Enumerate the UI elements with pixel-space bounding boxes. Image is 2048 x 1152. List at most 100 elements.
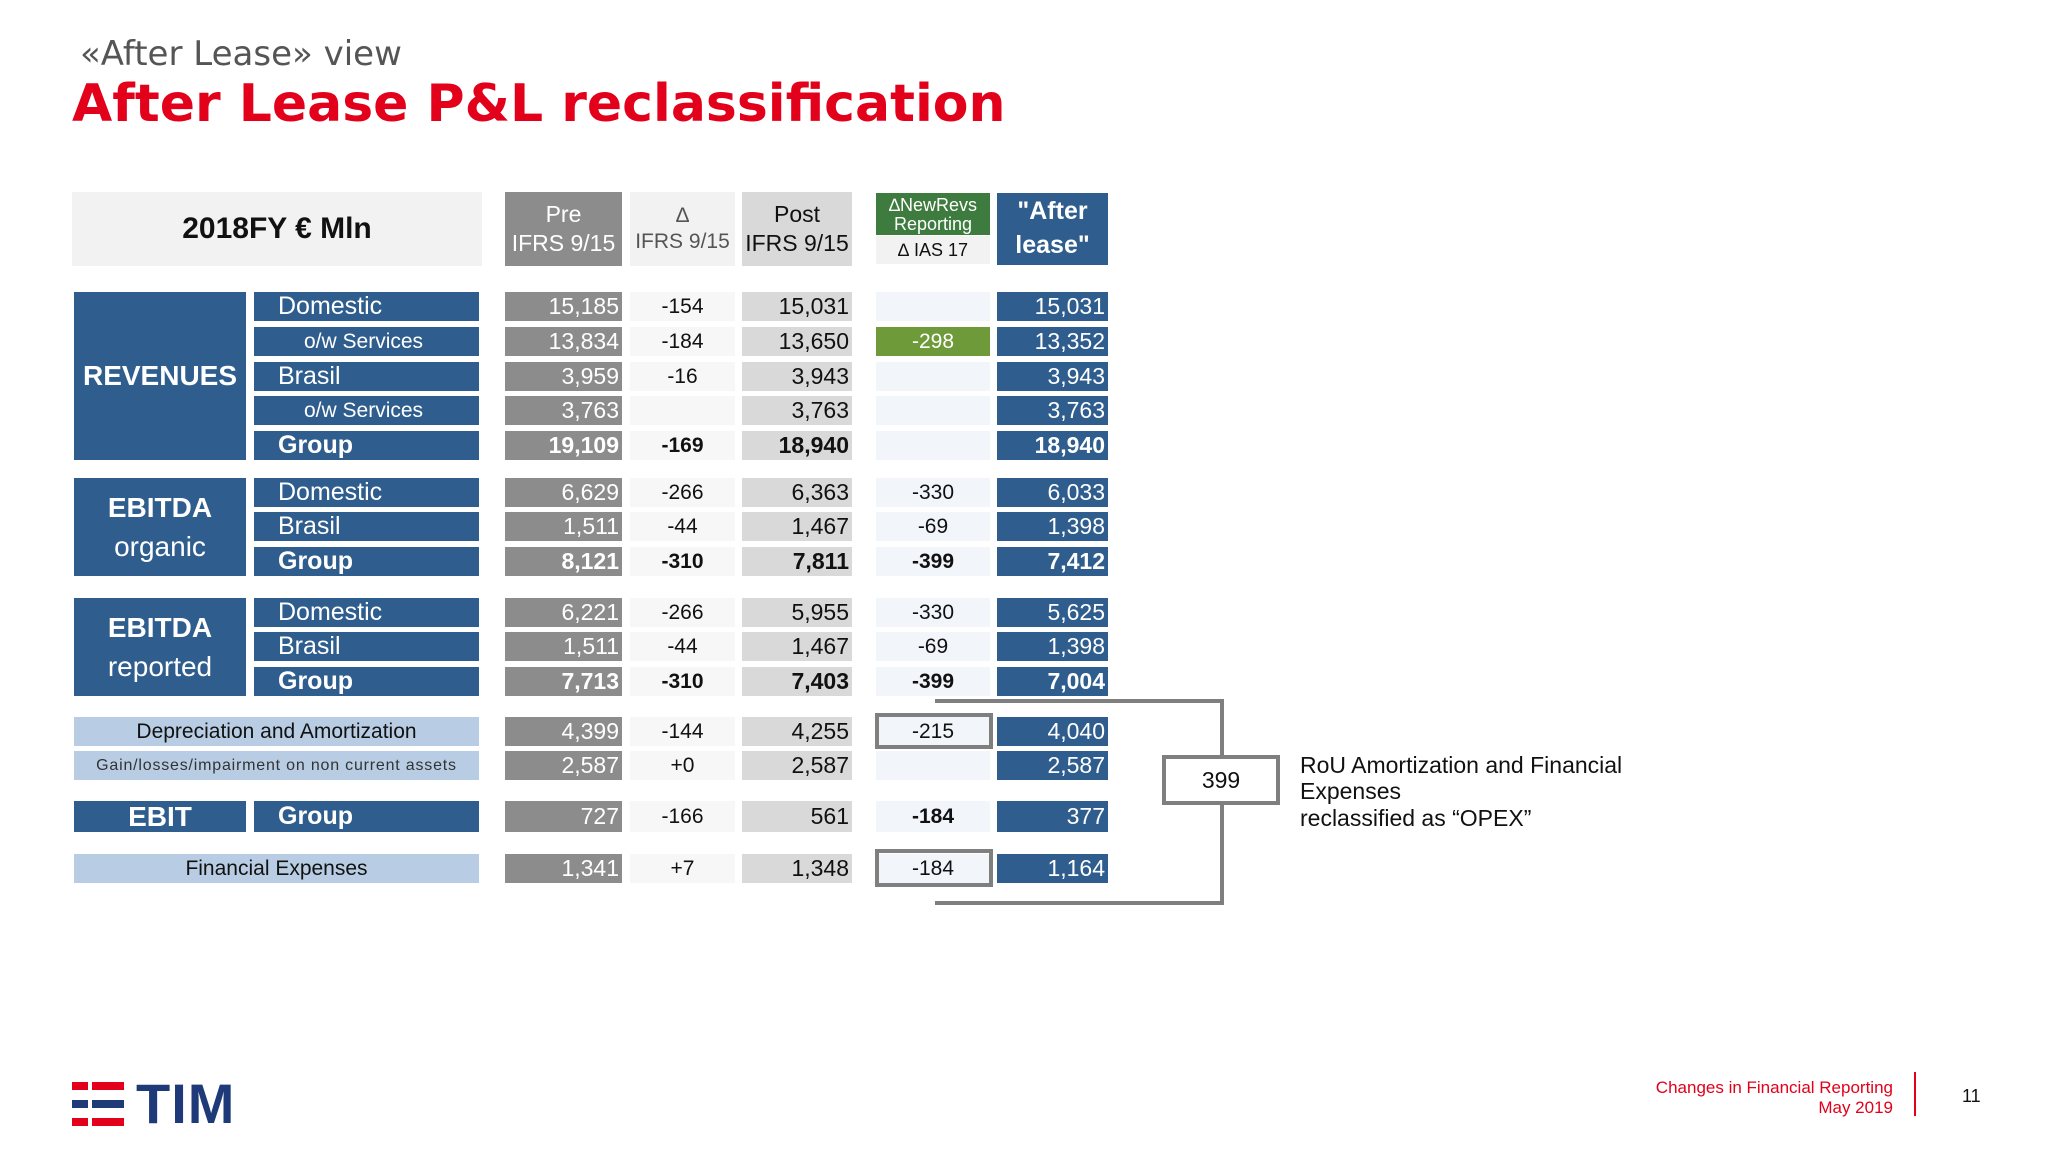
col-header-after-line2: lease" <box>1015 231 1090 259</box>
cell-post: 2,587 <box>742 751 852 780</box>
group-label-ebitda-organic: EBITDA organic <box>74 478 246 576</box>
cell-new: -184 <box>876 854 990 883</box>
row-label: Group <box>254 547 479 576</box>
col-header-ias17: ∆ IAS 17 <box>876 236 990 264</box>
cell-new: -330 <box>876 598 990 627</box>
row-label: o/w Services <box>254 396 479 425</box>
group-label-ebitda-reported-line2: reported <box>107 651 213 682</box>
tim-stripes-icon <box>72 1082 124 1126</box>
cell-pre: 3,959 <box>505 362 622 391</box>
cell-delta: +0 <box>630 751 735 780</box>
cell-new <box>876 431 990 460</box>
cell-new: -399 <box>876 547 990 576</box>
cell-post: 7,403 <box>742 667 852 696</box>
row-label: Domestic <box>254 598 479 627</box>
cell-after: 3,763 <box>997 396 1108 425</box>
row-label: Brasil <box>254 512 479 541</box>
cell-after: 1,398 <box>997 512 1108 541</box>
row-label: o/w Services <box>254 327 479 356</box>
cell-pre: 727 <box>505 801 622 832</box>
cell-after: 377 <box>997 801 1108 832</box>
cell-post: 6,363 <box>742 478 852 507</box>
cell-new <box>876 751 990 780</box>
cell-after: 7,004 <box>997 667 1108 696</box>
highlight-box-da <box>875 713 993 749</box>
cell-post: 13,650 <box>742 327 852 356</box>
cell-post: 7,811 <box>742 547 852 576</box>
col-header-post: Post IFRS 9/15 <box>742 192 852 266</box>
opex-total-box: 399 <box>1162 755 1280 805</box>
note-line-1: RoU Amortization and Financial Expenses <box>1300 752 1623 805</box>
cell-delta: -144 <box>630 717 735 746</box>
cell-new <box>876 362 990 391</box>
group-label-ebitda-reported-line1: EBITDA <box>107 611 213 643</box>
slide-title: After Lease P&L reclassification <box>72 74 1006 134</box>
col-header-pre: Pre IFRS 9/15 <box>505 192 622 266</box>
cell-post: 15,031 <box>742 292 852 321</box>
cell-after: 1,398 <box>997 632 1108 661</box>
group-label-ebit: EBIT <box>74 801 246 832</box>
col-header-pre-line2: IFRS 9/15 <box>511 230 616 256</box>
cell-new: -215 <box>876 717 990 746</box>
cell-pre: 2,587 <box>505 751 622 780</box>
cell-after: 13,352 <box>997 327 1108 356</box>
note-line-2: reclassified as “OPEX” <box>1300 804 1532 831</box>
cell-delta: -184 <box>630 327 735 356</box>
cell-pre: 13,834 <box>505 327 622 356</box>
cell-delta: -44 <box>630 632 735 661</box>
row-label: Brasil <box>254 362 479 391</box>
tim-logo: TIM <box>72 1076 235 1132</box>
cell-pre: 6,221 <box>505 598 622 627</box>
group-label-revenues: REVENUES <box>74 292 246 460</box>
row-label: Depreciation and Amortization <box>74 717 479 746</box>
cell-new: -184 <box>876 801 990 832</box>
cell-after: 15,031 <box>997 292 1108 321</box>
cell-post: 1,467 <box>742 632 852 661</box>
col-header-newrevs: ∆NewRevs Reporting <box>876 193 990 235</box>
cell-new: -298 <box>876 327 990 356</box>
cell-delta: -166 <box>630 801 735 832</box>
table-unit-label: 2018FY € Mln <box>72 192 482 266</box>
cell-new: -399 <box>876 667 990 696</box>
page-number: 11 <box>1962 1086 1981 1106</box>
cell-after: 7,412 <box>997 547 1108 576</box>
cell-new: -69 <box>876 632 990 661</box>
cell-delta: -169 <box>630 431 735 460</box>
cell-pre: 1,511 <box>505 632 622 661</box>
cell-pre: 3,763 <box>505 396 622 425</box>
cell-pre: 15,185 <box>505 292 622 321</box>
highlight-box-financial <box>875 849 993 887</box>
group-label-ebitda-organic-line1: EBITDA <box>107 491 213 523</box>
reclassification-note: RoU Amortization and Financial Expenses … <box>1300 752 1720 831</box>
cell-delta: +7 <box>630 854 735 883</box>
tim-logo-text: TIM <box>136 1072 236 1135</box>
group-label-ebitda-reported: EBITDA reported <box>74 598 246 696</box>
col-header-after-lease: "After lease" <box>997 193 1108 265</box>
footer-report-title: Changes in Financial Reporting <box>1655 1078 1893 1097</box>
cell-after: 3,943 <box>997 362 1108 391</box>
footer-divider <box>1914 1072 1916 1116</box>
cell-new: -330 <box>876 478 990 507</box>
row-label: Brasil <box>254 632 479 661</box>
cell-delta: -266 <box>630 478 735 507</box>
cell-new: -69 <box>876 512 990 541</box>
row-label: Group <box>254 801 479 832</box>
row-label: Group <box>254 667 479 696</box>
row-label: Group <box>254 431 479 460</box>
cell-delta: -310 <box>630 547 735 576</box>
col-header-newrevs-line1: ∆NewRevs <box>888 195 978 216</box>
col-header-delta-line1: ∆ <box>676 203 689 227</box>
footer-report-date: May 2019 <box>1818 1098 1893 1118</box>
row-label: Domestic <box>254 292 479 321</box>
cell-delta <box>630 396 735 425</box>
cell-pre: 1,511 <box>505 512 622 541</box>
cell-new <box>876 292 990 321</box>
cell-after: 18,940 <box>997 431 1108 460</box>
cell-delta: -266 <box>630 598 735 627</box>
row-label: Financial Expenses <box>74 854 479 883</box>
cell-post: 1,348 <box>742 854 852 883</box>
cell-after: 2,587 <box>997 751 1108 780</box>
slide-subtitle: «After Lease» view <box>80 34 402 74</box>
cell-after: 6,033 <box>997 478 1108 507</box>
col-header-delta: ∆ IFRS 9/15 <box>630 192 735 266</box>
